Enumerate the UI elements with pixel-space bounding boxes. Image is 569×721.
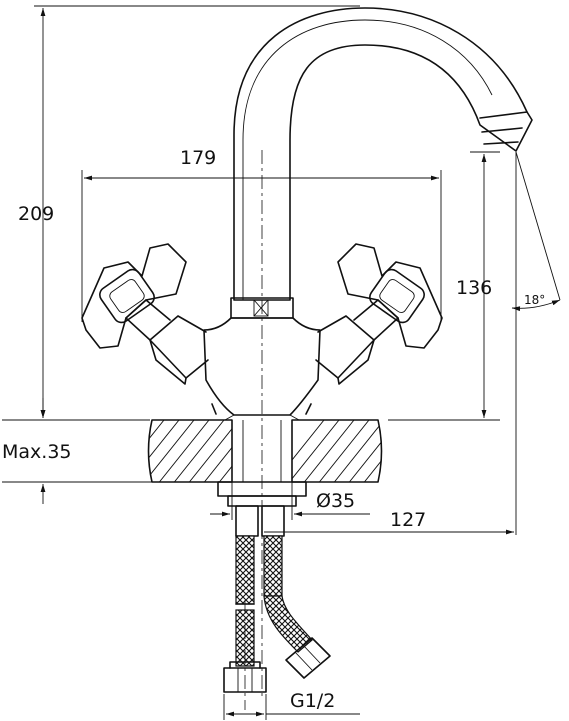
dim-spout-reach: 127	[390, 509, 426, 531]
faucet-body	[81, 7, 533, 421]
dim-hole-diameter: Ø35	[316, 490, 355, 512]
dimension-lines	[2, 5, 561, 720]
supply-hoses	[217, 481, 331, 693]
dim-thread: G1/2	[290, 690, 335, 712]
dim-spout-angle: 18°	[524, 293, 545, 307]
dimension-labels: 209 179 136 18° Max.35 Ø35 127 G1/2	[2, 147, 545, 712]
center-lines	[244, 150, 263, 710]
dim-width-handles: 179	[180, 147, 216, 169]
dim-height-total: 209	[18, 203, 54, 225]
dim-max-thickness: Max.35	[2, 441, 72, 463]
dim-height-handles: 136	[456, 277, 492, 299]
countertop-section	[147, 419, 383, 483]
